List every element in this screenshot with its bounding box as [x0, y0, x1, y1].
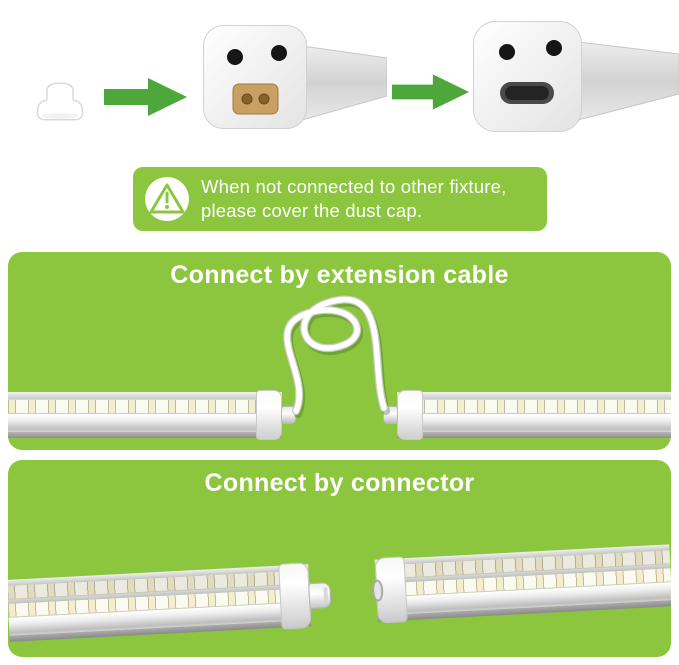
tube-housing-bottom [8, 432, 282, 438]
end-cap [397, 390, 423, 440]
arrow-right-icon [392, 73, 470, 116]
tube-housing-top [8, 392, 282, 399]
dust-cap-steps [0, 0, 679, 165]
warning-text-line1: When not connected to other fixture, [201, 175, 507, 197]
section-title-extension-cable: Connect by extension cable [170, 261, 509, 289]
warning-triangle-icon [149, 183, 185, 214]
end-cap [256, 390, 282, 440]
extension-cable-image [283, 295, 390, 418]
tube-lens [8, 414, 282, 432]
led-tube-left [8, 390, 296, 440]
connector-panel: Connect by connector [8, 460, 671, 657]
end-cap [371, 556, 408, 624]
fixture-end-covered-image [472, 20, 679, 143]
warning-text: When not connected to other fixture, ple… [201, 175, 506, 224]
tube-lens [397, 414, 671, 432]
warning-banner: When not connected to other fixture, ple… [133, 167, 547, 231]
led-strip [8, 399, 282, 414]
dust-cap-image [30, 78, 90, 129]
tube-housing-top [397, 392, 671, 399]
led-tube-left [8, 562, 332, 642]
fixture-end-uncovered-image [202, 24, 388, 141]
dust-cap-icon [36, 82, 84, 121]
led-strip [397, 399, 671, 414]
warning-icon-badge [145, 177, 189, 221]
led-tube-right [371, 544, 671, 624]
warning-text-line2: please cover the dust cap. [201, 200, 423, 221]
female-connector-socket [371, 579, 384, 602]
extension-cable-panel: Connect by extension cable [8, 252, 671, 450]
male-connector [308, 582, 332, 610]
end-cap [278, 562, 312, 630]
led-tube-right [383, 390, 671, 440]
arrow-right-icon [104, 77, 188, 122]
section-title-connector: Connect by connector [204, 469, 475, 497]
tube-housing-bottom [397, 432, 671, 438]
